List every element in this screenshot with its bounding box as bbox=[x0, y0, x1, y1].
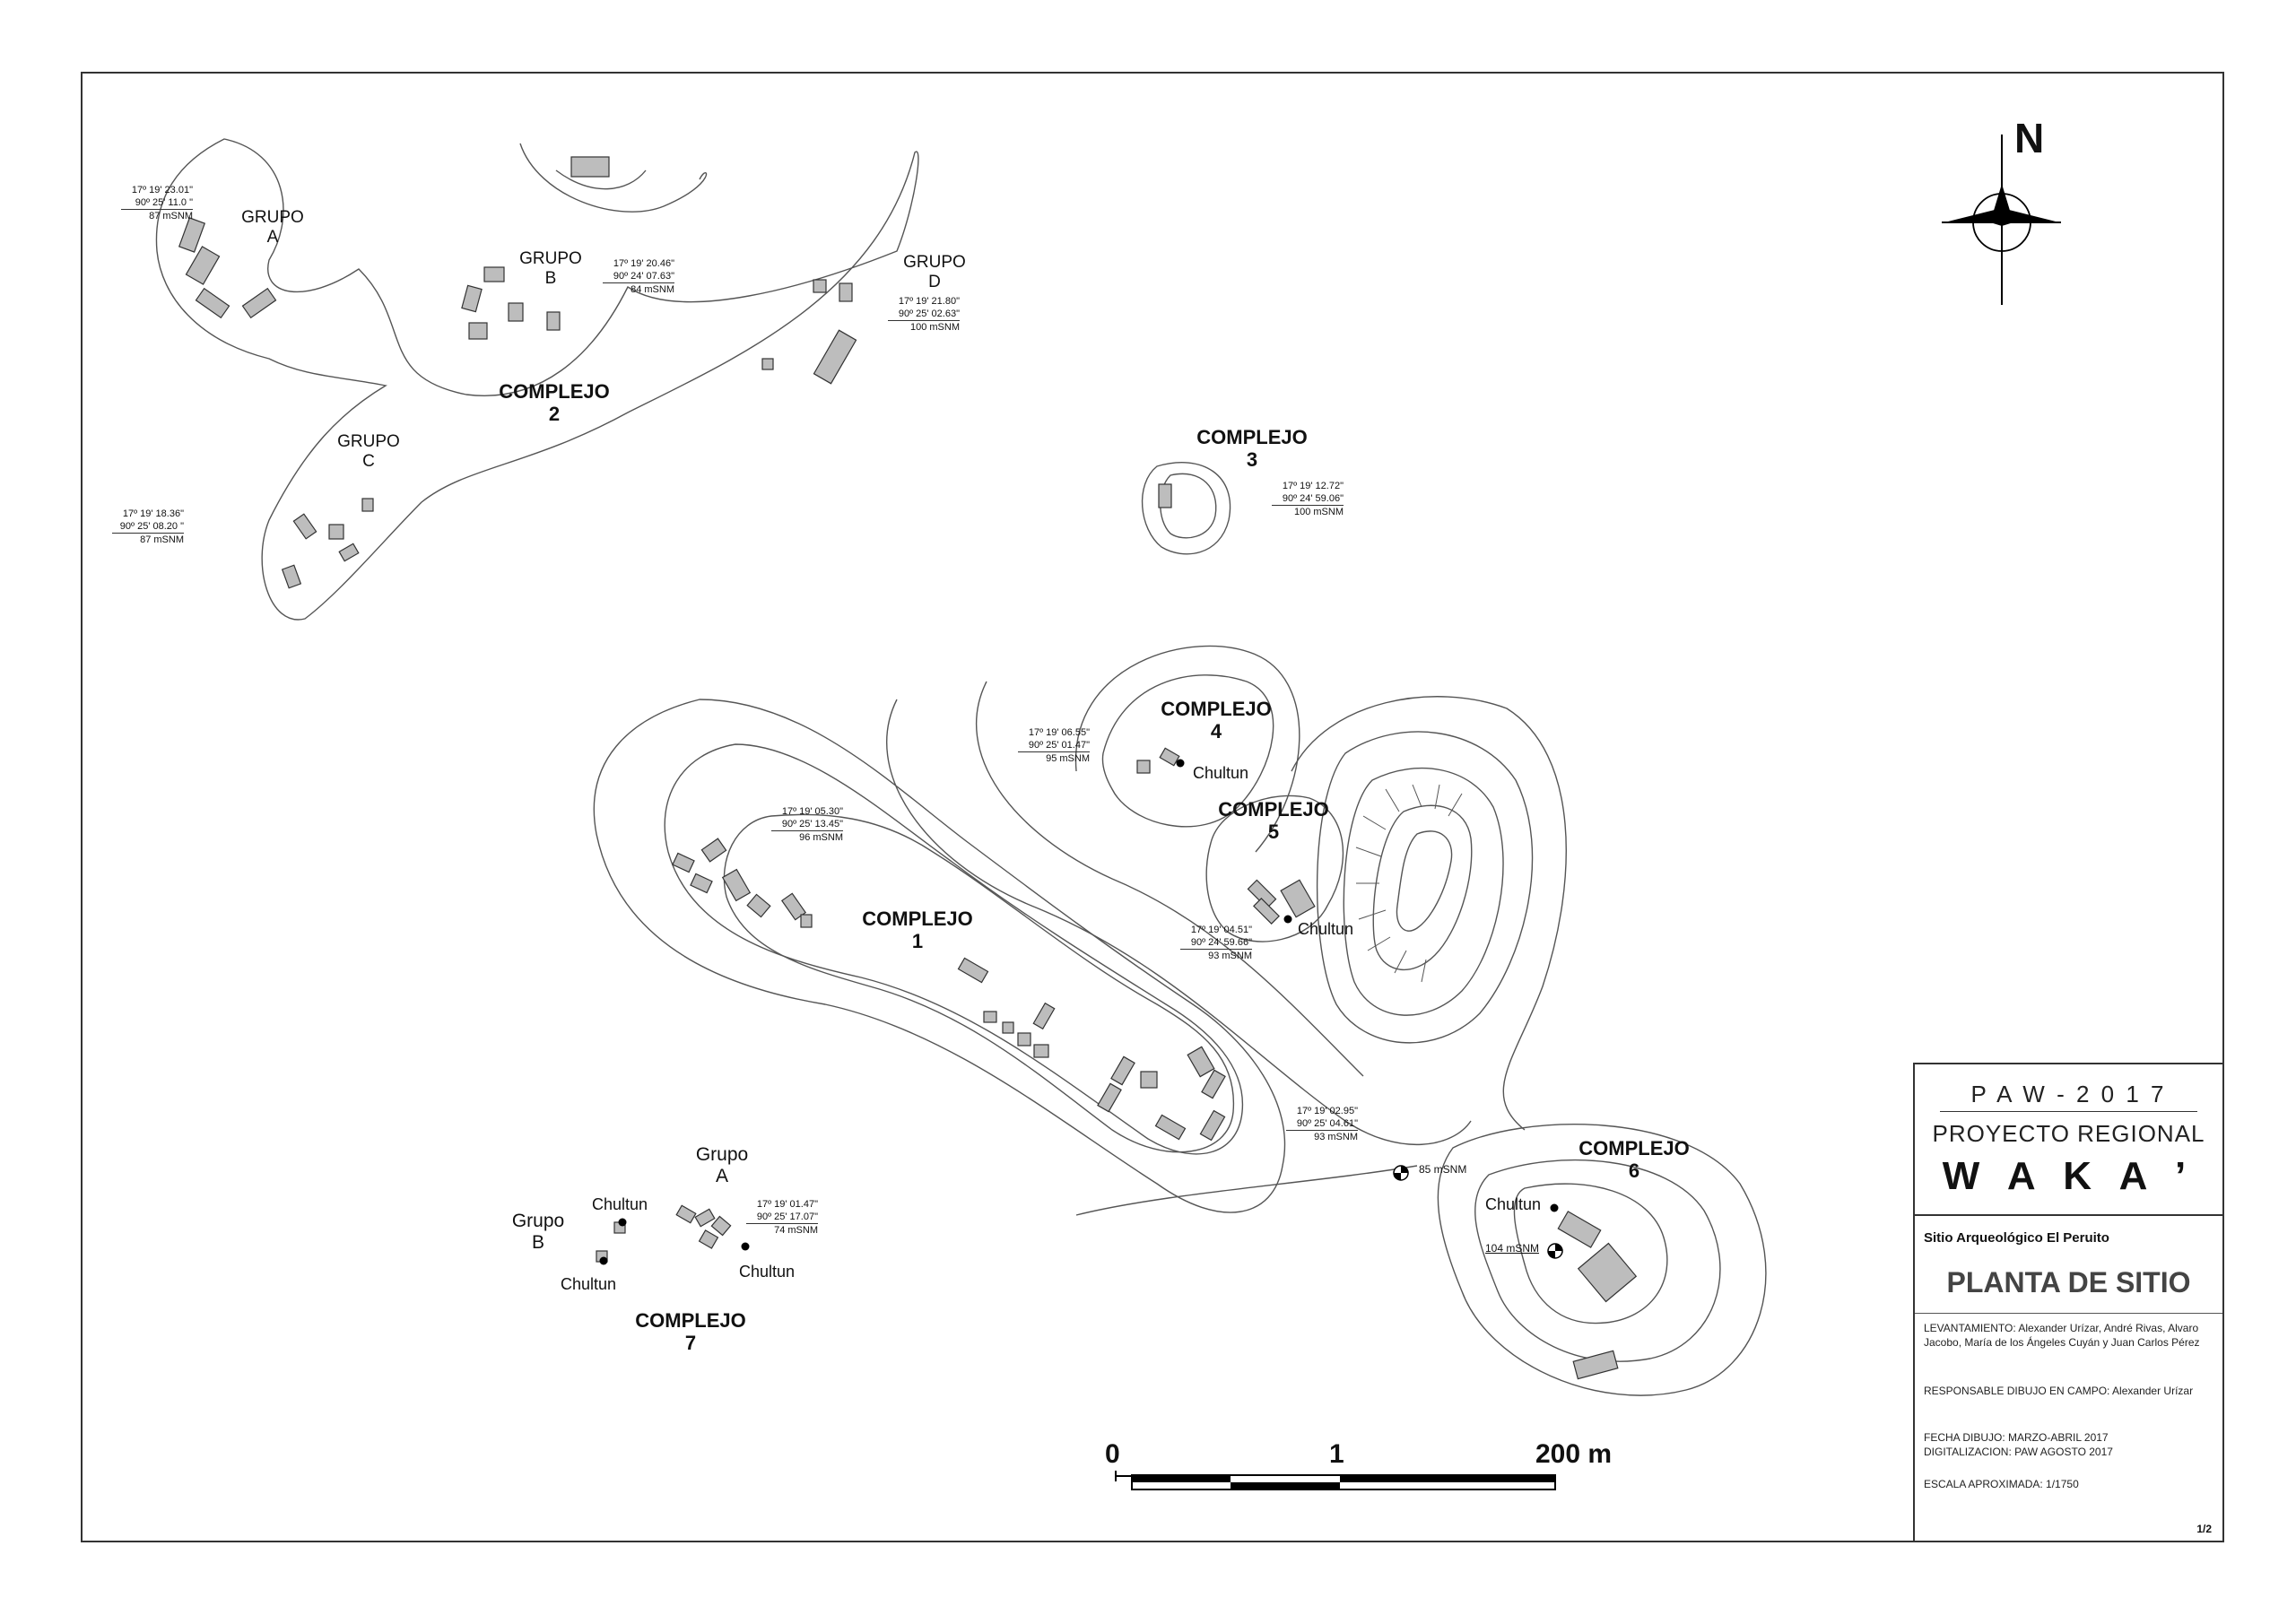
coordinate-label: 17º 19' 20.46"90º 24' 07.63"84 mSNM bbox=[603, 257, 674, 296]
scale-label-end: 200 m bbox=[1535, 1439, 1613, 1469]
fecha-text: FECHA DIBUJO: MARZO-ABRIL 2017 bbox=[1924, 1431, 2109, 1444]
north-arrow-icon bbox=[1942, 135, 2061, 305]
contour-complejo-2-inner bbox=[555, 169, 647, 190]
contour-complejo-1-inner bbox=[723, 813, 1235, 1153]
escala-text: ESCALA APROXIMADA: 1/1750 bbox=[1924, 1478, 2079, 1490]
project-code: P A W - 2 0 1 7 bbox=[1970, 1081, 2167, 1107]
chultun-label: Chultun bbox=[1298, 920, 1354, 938]
coordinate-label: 17º 19' 18.36"90º 25' 08.20 "87 mSNM bbox=[112, 508, 184, 546]
sheet-title: PLANTA DE SITIO bbox=[1946, 1266, 2191, 1298]
chultun-label: Chultun bbox=[561, 1275, 617, 1293]
coordinate-label: 17º 19' 12.72"90º 24' 59.06"100 mSNM bbox=[1272, 480, 1344, 518]
contour-complejo-6-wide bbox=[1075, 1165, 1418, 1216]
coordinate-label: 17º 19' 21.80"90º 25' 02.63"100 mSNM bbox=[888, 295, 960, 334]
chultun-label: Chultun bbox=[739, 1263, 796, 1281]
contour-complejo-4-outer bbox=[1074, 645, 1300, 853]
benchmark-icons bbox=[1393, 1165, 1563, 1259]
north-label: N bbox=[2014, 115, 2045, 161]
contour-complejo-1-mid bbox=[664, 743, 1244, 1155]
benchmark-label: 104 mSNM bbox=[1485, 1242, 1540, 1255]
contour-hill-top bbox=[1396, 830, 1453, 932]
contour-complejo-6-outer bbox=[1437, 1124, 1767, 1396]
benchmark-label: 85 mSNM bbox=[1419, 1163, 1467, 1176]
contour-complejo-3 bbox=[1141, 462, 1231, 555]
contour-complejo-6-inner bbox=[1513, 1183, 1668, 1324]
contour-hill-wide bbox=[1291, 696, 1567, 1131]
contour-complejo-1-wide2 bbox=[976, 681, 1364, 1077]
responsable-text: RESPONSABLE DIBUJO EN CAMPO: Alexander U… bbox=[1924, 1385, 2194, 1397]
coordinate-label: 17º 19' 04.51"90º 24' 59.66"93 mSNM bbox=[1180, 924, 1252, 962]
contour-hill-mid bbox=[1343, 767, 1504, 1016]
scale-bar bbox=[1115, 1471, 1556, 1490]
contour-hill-outer bbox=[1316, 731, 1534, 1044]
contour-complejo-5 bbox=[1205, 795, 1344, 942]
digitalizacion-text: DIGITALIZACION: PAW AGOSTO 2017 bbox=[1924, 1446, 2113, 1458]
project-site: W A K A ’ bbox=[1942, 1154, 2196, 1198]
contour-complejo-6-mid bbox=[1474, 1159, 1721, 1362]
coordinate-label: 17º 19' 01.47"90º 25' 17.07"74 mSNM bbox=[746, 1198, 818, 1237]
chultun-label: Chultun bbox=[1485, 1195, 1542, 1213]
map-frame bbox=[81, 72, 2224, 1542]
coordinate-label: 17º 19' 02.95"90º 25' 04.61"93 mSNM bbox=[1286, 1105, 1358, 1143]
coordinate-label: 17º 19' 23.01"90º 25' 11.0 "87 mSNM bbox=[121, 184, 193, 222]
title-block: P A W - 2 0 1 7 PROYECTO REGIONAL W A K … bbox=[1913, 1063, 2224, 1542]
contour-complejo-2 bbox=[155, 138, 919, 621]
contour-complejo-1-outer bbox=[593, 699, 1286, 1213]
chultun-label: Chultun bbox=[1193, 764, 1249, 782]
coordinate-label: 17º 19' 05.30"90º 25' 13.45"96 mSNM bbox=[771, 805, 843, 844]
site-name: Sitio Arqueológico El Peruito bbox=[1924, 1230, 2109, 1246]
contour-complejo-2-top bbox=[519, 143, 708, 213]
levantamiento-text: LEVANTAMIENTO: Alexander Urízar, André R… bbox=[1924, 1322, 2200, 1349]
coordinate-label: 17º 19' 06.55"90º 25' 01.47"95 mSNM bbox=[1018, 726, 1090, 765]
contour-complejo-4 bbox=[1101, 674, 1274, 828]
chultun-label: Chultun bbox=[592, 1195, 648, 1213]
contour-hill-inner bbox=[1372, 804, 1473, 970]
contour-complejo-1-wide bbox=[886, 699, 1472, 1146]
scale-label-zero: 0 bbox=[1105, 1439, 1120, 1469]
scale-label-mid: 1 bbox=[1329, 1439, 1344, 1469]
project-name: PROYECTO REGIONAL bbox=[1932, 1120, 2205, 1147]
page-number: 1/2 bbox=[2196, 1523, 2212, 1535]
